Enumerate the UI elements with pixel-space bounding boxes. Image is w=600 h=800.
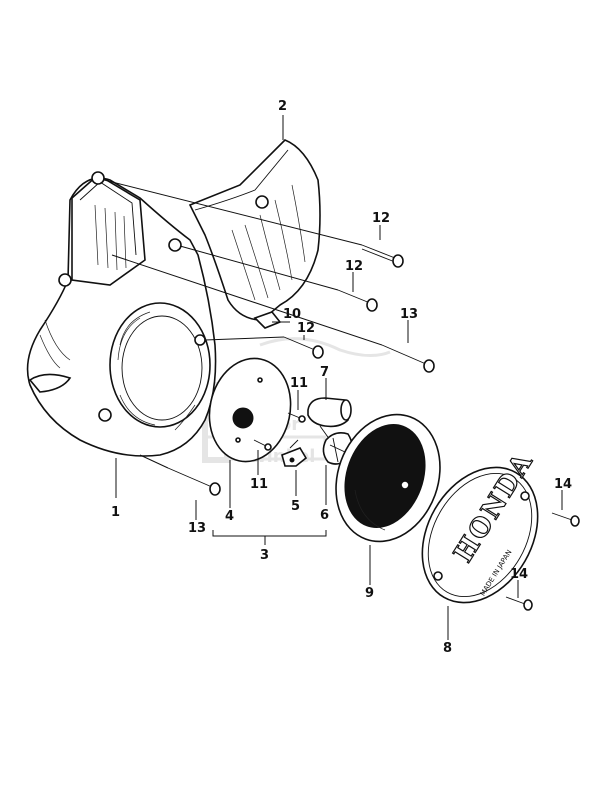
- callout-12-lower: 12: [297, 321, 315, 336]
- bolt-12-middle: [337, 289, 378, 312]
- callout-11-upper: 11: [290, 376, 308, 391]
- callout-13-lower: 13: [188, 521, 206, 536]
- bolt-13-right: [381, 344, 435, 373]
- callout-8: 8: [443, 641, 452, 656]
- part-7-condenser: [307, 397, 352, 441]
- assembly-lines: [103, 179, 383, 346]
- callout-12-middle: 12: [345, 259, 363, 274]
- screw-14-lower: [505, 596, 533, 611]
- bolt-12-upper: [361, 244, 404, 268]
- callout-3: 3: [260, 548, 269, 563]
- screw-14-upper: [551, 512, 580, 527]
- callout-1: 1: [111, 505, 120, 520]
- callout-4: 4: [225, 509, 234, 524]
- callout-11-lower: 11: [250, 477, 268, 492]
- part-9-point-cover-plate: [335, 413, 441, 543]
- part-8-outer-point-cover: HONDA MADE IN JAPAN: [421, 446, 540, 604]
- callout-7: 7: [320, 365, 329, 380]
- callout-6: 6: [320, 508, 329, 523]
- callout-2: 2: [278, 99, 287, 114]
- part-2-sprocket-cover: [188, 139, 321, 329]
- callout-9: 9: [365, 586, 374, 601]
- bolt-13-lower: [139, 454, 221, 496]
- part-5-contact-points: [281, 439, 308, 467]
- callout-leaders: [115, 115, 563, 640]
- part-4-breaker-base-plate: [208, 357, 292, 463]
- callout-14-lower: 14: [510, 567, 528, 582]
- callout-10: 10: [283, 307, 301, 322]
- screw-11-upper: [287, 412, 306, 423]
- bolt-12-lower: [283, 336, 324, 359]
- callout-12-upper: 12: [372, 211, 390, 226]
- callout-numbers: 2 12 12 13 10 12 11 7 1 13 4 11 5 6 3 9 …: [111, 99, 572, 656]
- callout-13-right: 13: [400, 307, 418, 322]
- part-1-left-crankcase-cover: [26, 171, 217, 457]
- callout-14-upper: 14: [554, 477, 572, 492]
- screw-11-lower: [253, 439, 272, 451]
- callout-5: 5: [291, 499, 300, 514]
